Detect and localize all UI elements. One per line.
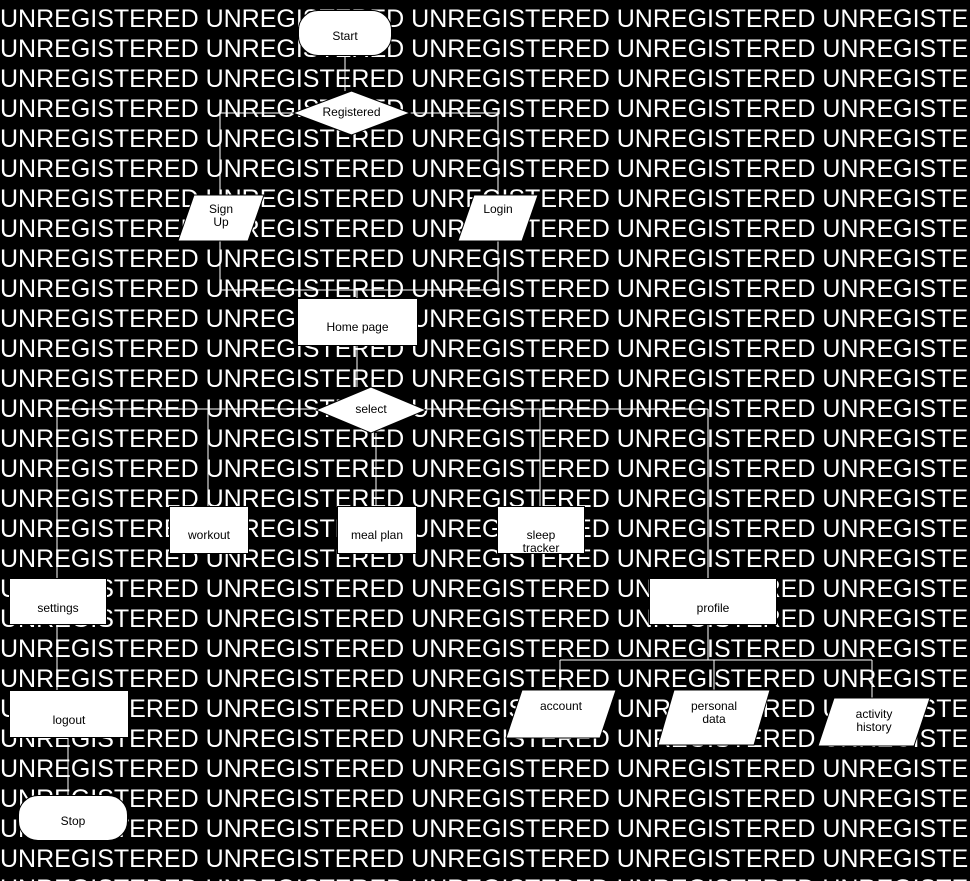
settings-label: settings [37,601,79,615]
watermark-line: UNREGISTERED UNREGISTERED UNREGISTERED U… [0,335,970,363]
select-decision: select [314,386,428,434]
login-label: Login [483,202,513,216]
sleep-tracker-process: sleep tracker [497,506,585,555]
watermark-line: UNREGISTERED UNREGISTERED UNREGISTERED U… [0,695,970,723]
watermark-line: UNREGISTERED UNREGISTERED UNREGISTERED U… [0,515,970,543]
watermark-line: UNREGISTERED UNREGISTERED UNREGISTERED U… [0,425,970,453]
watermark-line: UNREGISTERED UNREGISTERED UNREGISTERED U… [0,455,970,483]
login-data: Login [457,194,539,242]
logout-label: logout [52,713,86,727]
watermark-line: UNREGISTERED UNREGISTERED UNREGISTERED U… [0,35,970,63]
parallelogram-shape [177,194,265,242]
profile-label: profile [696,601,730,615]
watermark-line: UNREGISTERED UNREGISTERED UNREGISTERED U… [0,125,970,153]
watermark-line: UNREGISTERED UNREGISTERED UNREGISTERED U… [0,665,970,693]
parallelogram-shape [505,689,617,739]
sign-up-label: Sign Up [208,202,234,229]
watermark-line: UNREGISTERED UNREGISTERED UNREGISTERED U… [0,725,970,753]
meal-plan-label: meal plan [350,528,404,542]
select-label: select [355,402,387,416]
home-page-label: Home page [326,320,389,334]
start-terminal: Start [298,10,392,56]
parallelogram-shape [457,194,539,242]
settings-process: settings [9,578,107,625]
logout-process: logout [9,690,129,738]
activity-history-data: activity history [817,697,931,747]
account-data: account [505,689,617,739]
parallelogram-shape [657,689,771,746]
decision-diamond-shape [314,386,428,434]
stop-terminal: Stop [18,795,128,841]
watermark-line: UNREGISTERED UNREGISTERED UNREGISTERED U… [0,755,970,783]
account-label: account [539,699,583,713]
profile-process: profile [649,578,777,625]
watermark-line: UNREGISTERED UNREGISTERED UNREGISTERED U… [0,365,970,393]
start-label: Start [332,29,358,43]
watermark-line: UNREGISTERED UNREGISTERED UNREGISTERED U… [0,485,970,513]
watermark-line: UNREGISTERED UNREGISTERED UNREGISTERED U… [0,575,970,603]
workout-process: workout [169,506,249,554]
stop-label: Stop [60,814,86,828]
watermark-line: UNREGISTERED UNREGISTERED UNREGISTERED U… [0,815,970,843]
parallelogram-shape [817,697,931,747]
watermark-line: UNREGISTERED UNREGISTERED UNREGISTERED U… [0,275,970,303]
workout-label: workout [187,528,231,542]
watermark-line: UNREGISTERED UNREGISTERED UNREGISTERED U… [0,785,970,813]
personal-data-label: personal data [690,699,738,726]
watermark-line: UNREGISTERED UNREGISTERED UNREGISTERED U… [0,845,970,873]
watermark-line: UNREGISTERED UNREGISTERED UNREGISTERED U… [0,65,970,93]
watermark-line: UNREGISTERED UNREGISTERED UNREGISTERED U… [0,95,970,123]
watermark-line: UNREGISTERED UNREGISTERED UNREGISTERED U… [0,155,970,183]
meal-plan-process: meal plan [337,506,417,554]
home-page-process: Home page [297,298,418,346]
watermark-line: UNREGISTERED UNREGISTERED UNREGISTERED U… [0,305,970,333]
sign-up-data: Sign Up [177,194,265,242]
registered-decision: Registered [291,90,412,136]
registered-label: Registered [322,105,381,119]
watermark-line: UNREGISTERED UNREGISTERED UNREGISTERED U… [0,874,970,881]
watermark-line: UNREGISTERED UNREGISTERED UNREGISTERED U… [0,5,970,33]
personal-data-data: personal data [657,689,771,746]
decision-diamond-shape [291,90,412,136]
watermark-line: UNREGISTERED UNREGISTERED UNREGISTERED U… [0,545,970,573]
sleep-tracker-label: sleep tracker [522,528,560,555]
watermark-line: UNREGISTERED UNREGISTERED UNREGISTERED U… [0,245,970,273]
watermark-line: UNREGISTERED UNREGISTERED UNREGISTERED U… [0,635,970,663]
activity-history-label: activity history [855,707,893,734]
watermark-line: UNREGISTERED UNREGISTERED UNREGISTERED U… [0,605,970,633]
